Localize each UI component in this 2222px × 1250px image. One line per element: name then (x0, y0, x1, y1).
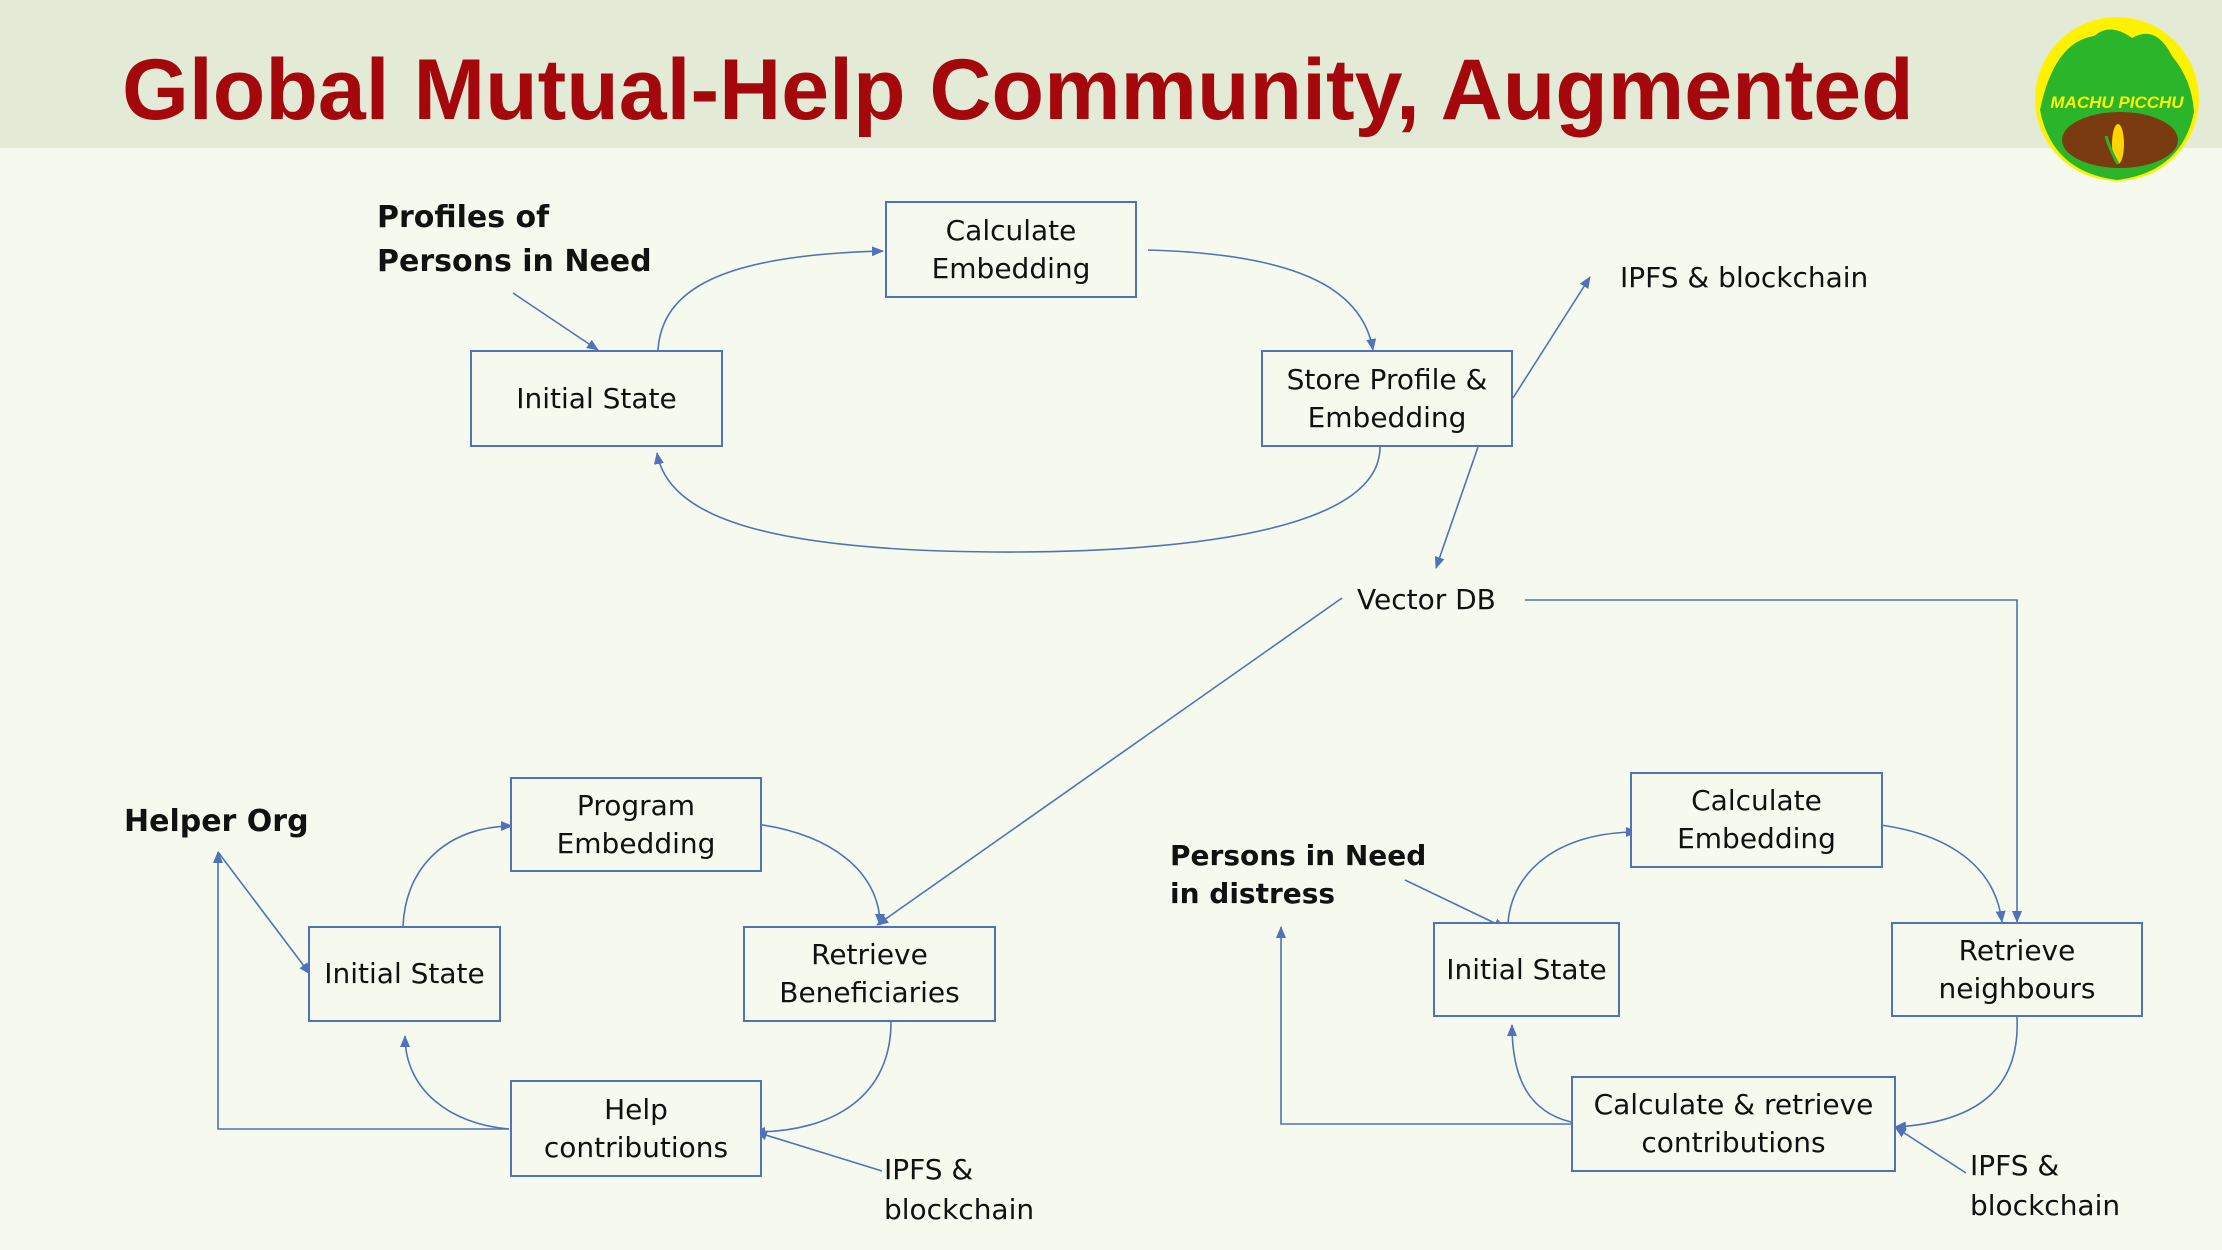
retrieve-neighbours-node[interactable]: Retrieve neighbours (1891, 922, 2143, 1017)
edge-program-to-retrieve (737, 821, 885, 926)
edge-initial-to-program (402, 821, 513, 928)
top-storage-label: IPFS & blockchain (1620, 261, 1869, 294)
distress-storage-label: IPFS & blockchain (1970, 1149, 2121, 1222)
edge-profiles-to-initial (512, 292, 599, 351)
calculate-retrieve-contributions-text: Calculate & retrieve contributions (1593, 1088, 1874, 1159)
retrieve-beneficiaries-node[interactable]: Retrieve Beneficiaries (743, 926, 996, 1022)
edge-store-to-ipfs (1512, 276, 1591, 399)
store-profile-text: Store Profile & Embedding (1286, 362, 1488, 434)
edge-initial-to-calculate-2 (1507, 827, 1638, 924)
top-calculate-embedding-text: Calculate Embedding (931, 213, 1091, 285)
helper-org-label: Helper Org (124, 804, 309, 839)
edge-help-to-initial (400, 1035, 510, 1130)
vector-db-label: Vector DB (1357, 583, 1496, 616)
edge-contributions-to-distress (1276, 926, 1571, 1125)
profiles-label: Profiles of Persons in Need (377, 200, 652, 279)
edge-vectordb-to-retrieve-neighbours (1525, 599, 2022, 923)
edge-ipfs-to-contributions (1894, 1126, 1967, 1174)
edge-contributions-to-initial (1507, 1024, 1572, 1123)
helper-initial-state-text: Initial State (324, 957, 485, 990)
top-calculate-embedding-node[interactable]: Calculate Embedding (885, 201, 1137, 298)
edge-initial-to-calculate (657, 246, 884, 351)
edge-helperorg-to-initial (217, 851, 311, 975)
distress-calculate-embedding-text: Calculate Embedding (1677, 784, 1836, 855)
edge-store-to-vectordb (1434, 446, 1479, 569)
retrieve-neighbours-text: Retrieve neighbours (1938, 933, 2096, 1005)
calculate-retrieve-contributions-node[interactable]: Calculate & retrieve contributions (1571, 1076, 1896, 1172)
title-band (0, 0, 2222, 148)
help-contributions-node[interactable]: Help contributions (510, 1080, 762, 1177)
helper-initial-state-node[interactable]: Initial State (308, 926, 501, 1022)
top-initial-state-node[interactable]: Initial State (470, 350, 723, 447)
distress-label: Persons in Need in distress (1170, 839, 1427, 910)
edge-calculate-to-store (1147, 249, 1377, 351)
edge-help-to-helperorg (213, 851, 509, 1130)
machu-picchu-logo: MACHU PICCHU (2032, 14, 2202, 184)
helper-storage-label: IPFS & blockchain (884, 1153, 1035, 1226)
logo-graphic: MACHU PICCHU (2035, 17, 2199, 181)
edge-distress-to-initial (1404, 879, 1506, 929)
distress-initial-state-node[interactable]: Initial State (1433, 922, 1620, 1017)
distress-calculate-embedding-node[interactable]: Calculate Embedding (1630, 772, 1883, 868)
program-embedding-node[interactable]: Program Embedding (510, 777, 762, 872)
distress-initial-state-text: Initial State (1446, 952, 1607, 986)
store-profile-node[interactable]: Store Profile & Embedding (1261, 350, 1513, 447)
slide-title: Global Mutual-Help Community, Augmented (122, 42, 1914, 138)
edge-ipfs-to-help (755, 1130, 883, 1172)
edge-store-to-initial (654, 446, 1381, 553)
svg-text:MACHU PICCHU: MACHU PICCHU (2050, 93, 2184, 112)
top-initial-state-text: Initial State (516, 381, 677, 415)
edge-retrieve-to-contributions (1894, 1016, 2018, 1132)
edge-vectordb-to-retrieve-beneficiaries (876, 597, 1343, 926)
retrieve-beneficiaries-text: Retrieve Beneficiaries (779, 938, 960, 1009)
program-embedding-text: Program Embedding (556, 788, 716, 860)
edge-retrieve-to-help (753, 1021, 892, 1137)
help-contributions-text: Help contributions (543, 1092, 729, 1164)
